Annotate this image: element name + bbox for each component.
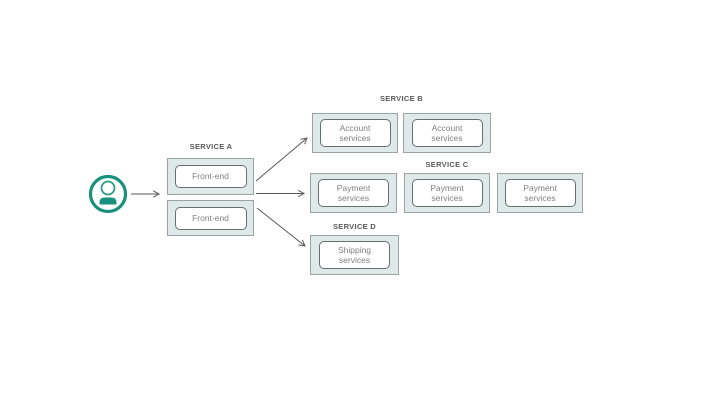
account-services-node-2: Account services	[411, 119, 483, 147]
service-c-container-3: Payment services	[497, 173, 583, 213]
payment-services-node-1: Payment services	[318, 179, 389, 207]
service-c-container-1: Payment services	[310, 173, 397, 213]
arrow-service-a-to-service-d	[256, 207, 306, 247]
front-end-node-1: Front-end	[174, 165, 247, 188]
account-services-node-1: Account services	[319, 119, 391, 147]
service-b-label: SERVICE B	[380, 94, 423, 103]
front-end-node-2: Front-end	[174, 206, 247, 230]
service-a-container-2: Front-end	[167, 200, 254, 236]
user-icon-head	[100, 180, 116, 196]
service-b-container-1: Account services	[312, 113, 398, 153]
user-icon-body	[99, 197, 117, 205]
service-a-label: SERVICE A	[189, 142, 233, 151]
payment-services-node-3: Payment services	[504, 179, 576, 207]
arrow-service-a-to-service-b	[255, 137, 308, 182]
service-c-label: SERVICE C	[425, 160, 469, 169]
service-c-container-2: Payment services	[404, 173, 490, 213]
shipping-services-node-1: Shipping services	[319, 241, 390, 269]
service-b-container-2: Account services	[403, 113, 491, 153]
service-d-container-1: Shipping services	[310, 235, 399, 275]
service-d-label: SERVICE D	[333, 222, 376, 231]
user-icon	[88, 174, 128, 214]
service-a-container-1: Front-end	[167, 158, 254, 195]
payment-services-node-2: Payment services	[411, 179, 483, 207]
